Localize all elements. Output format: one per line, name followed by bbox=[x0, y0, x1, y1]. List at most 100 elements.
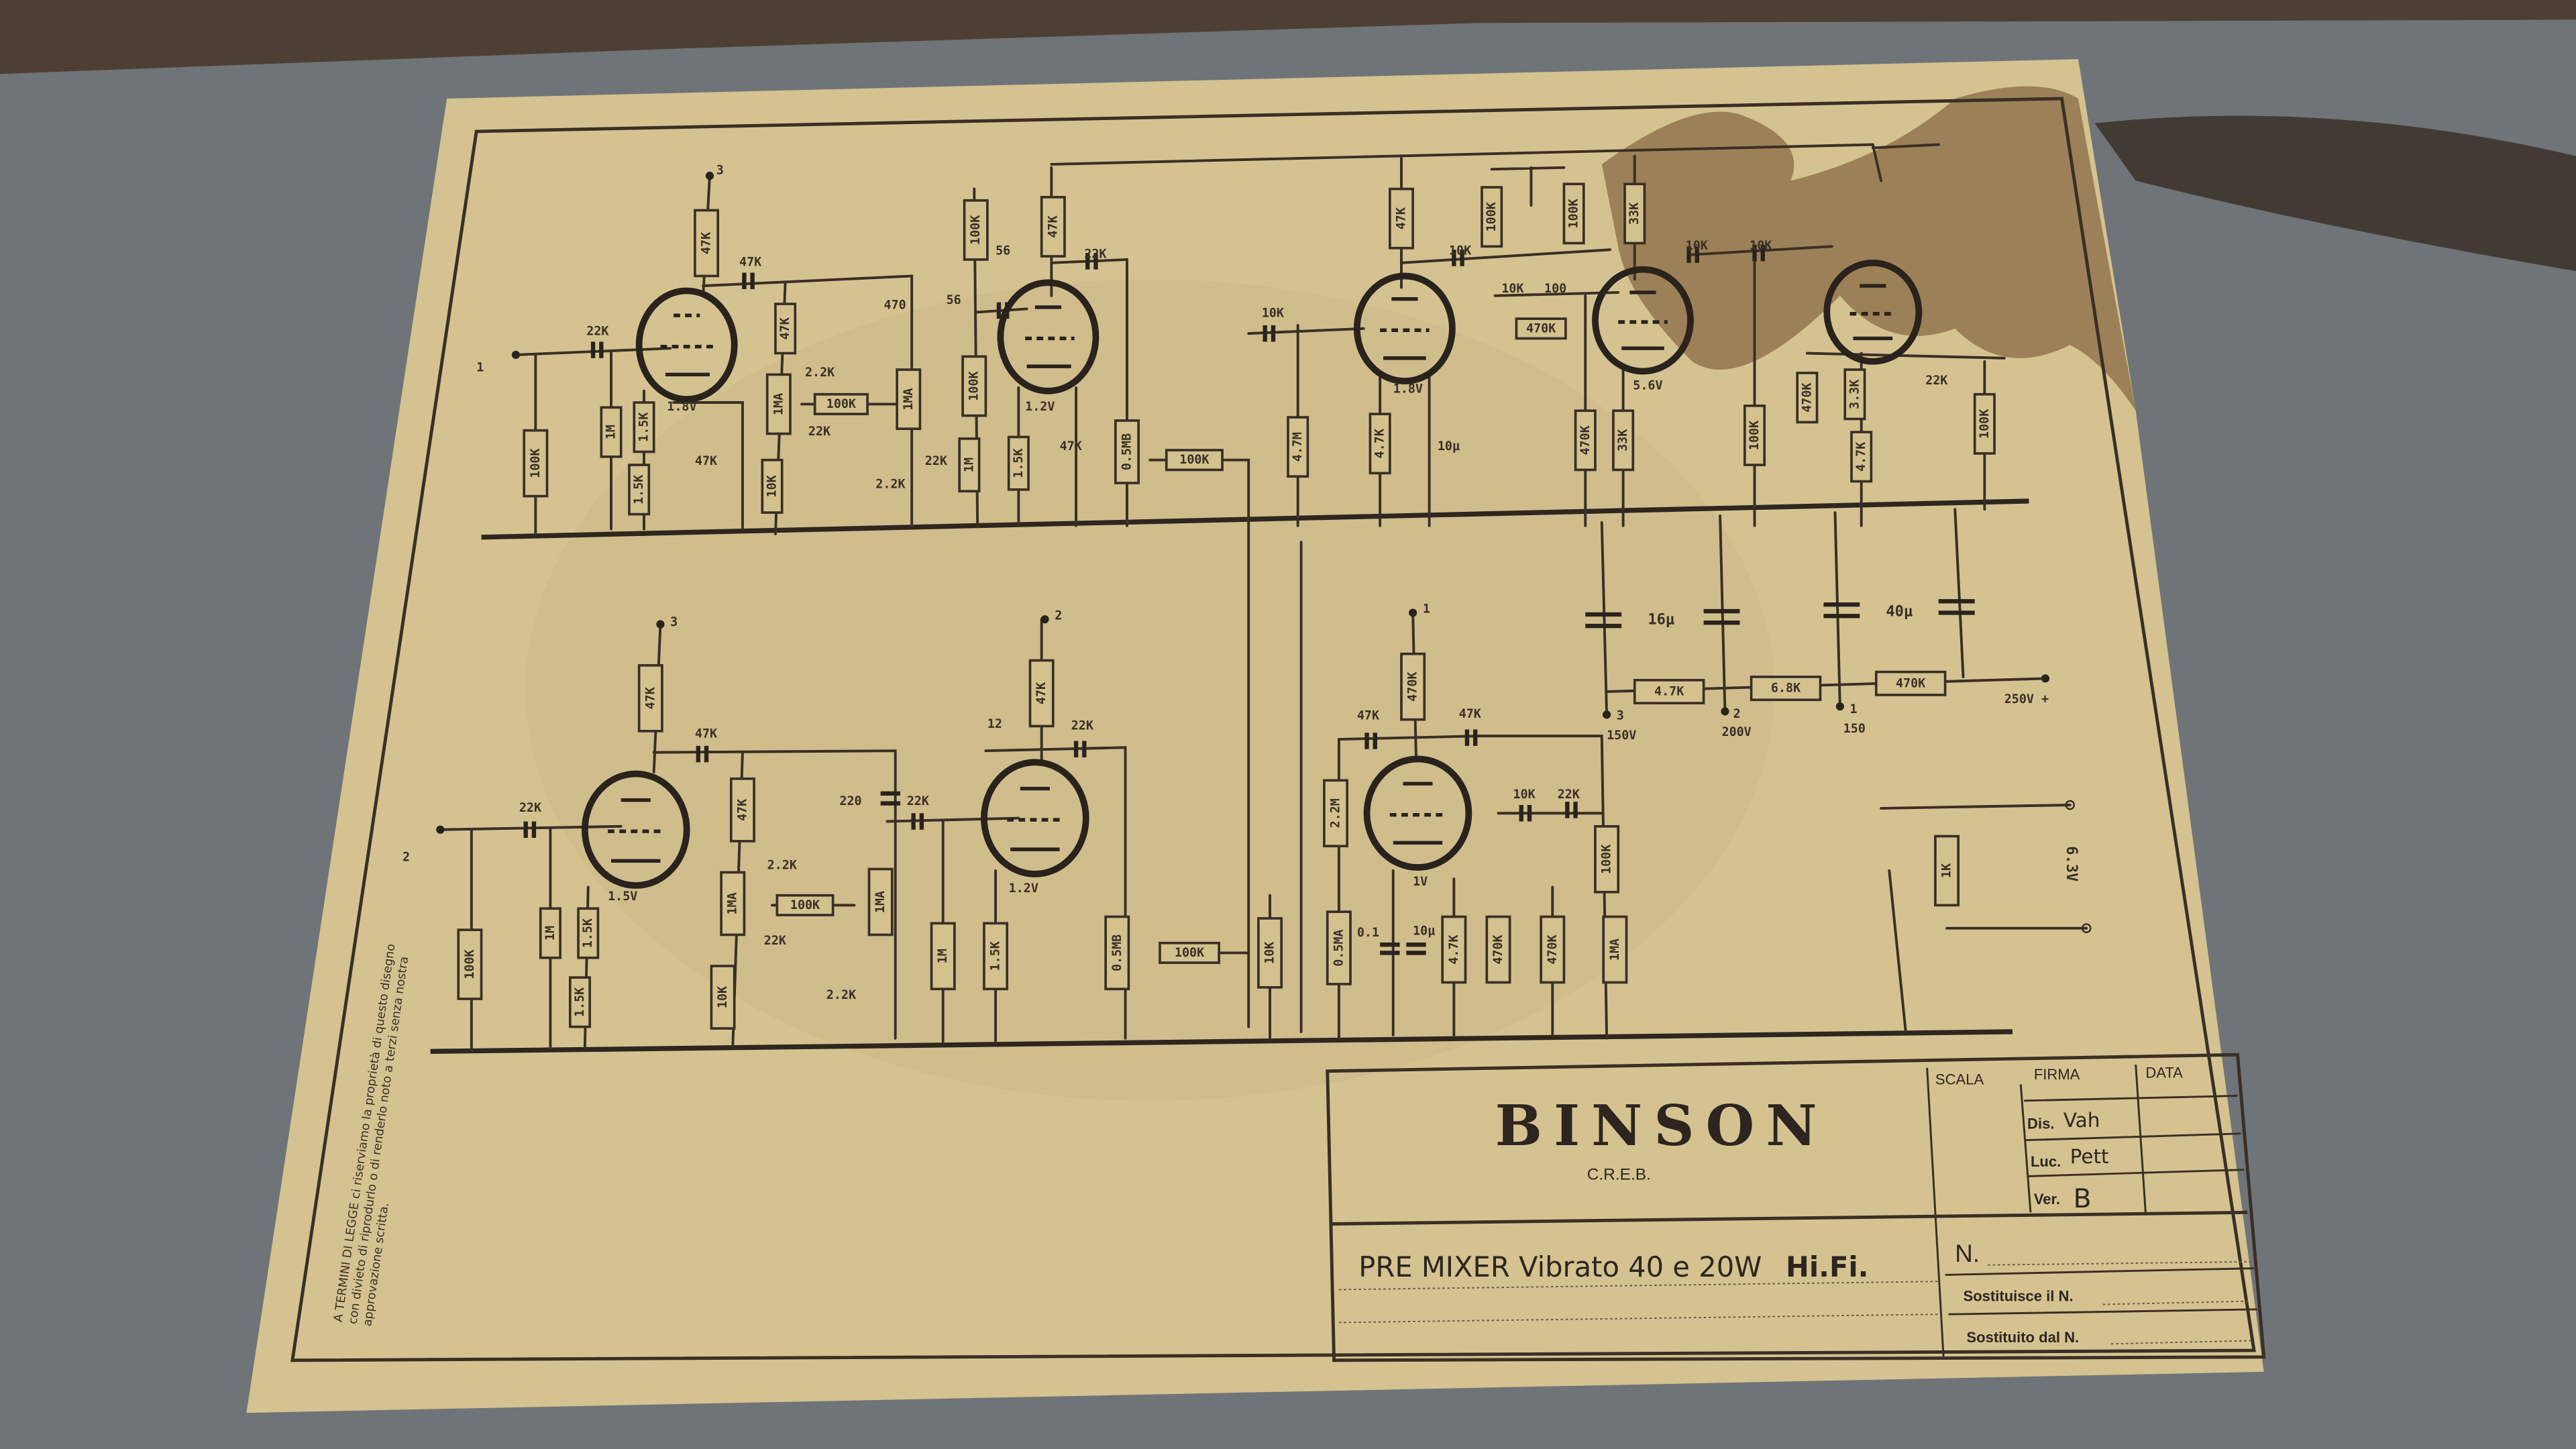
resistor: 4.7K bbox=[1368, 413, 1391, 475]
svg-text:1MA: 1MA bbox=[873, 891, 888, 913]
power-supply-section: 4.7K 6.8K 470K 1K 16μ 40μ 150V 200V 150 … bbox=[1607, 603, 2080, 907]
svg-text:22K: 22K bbox=[1084, 247, 1106, 261]
resistor: 100K bbox=[961, 355, 987, 417]
svg-text:100K: 100K bbox=[529, 449, 543, 478]
svg-text:10K: 10K bbox=[765, 475, 780, 497]
data-header: DATA bbox=[2145, 1065, 2183, 1081]
psu-terminal-supply[interactable] bbox=[2041, 674, 2050, 683]
svg-text:1.5K: 1.5K bbox=[632, 475, 646, 504]
luc-signature: Pett bbox=[2070, 1145, 2109, 1168]
svg-text:1MA: 1MA bbox=[1608, 938, 1622, 961]
resistor: 470K bbox=[1400, 652, 1426, 721]
svg-text:470K: 470K bbox=[1546, 934, 1560, 964]
voltage-label: 150 bbox=[1843, 722, 1866, 736]
wood-edge bbox=[0, 0, 2576, 74]
svg-text:4.7K: 4.7K bbox=[1447, 934, 1461, 964]
psu-terminal-3[interactable] bbox=[1602, 710, 1611, 719]
svg-text:0.5MB: 0.5MB bbox=[1120, 433, 1134, 470]
psu-terminal-1[interactable] bbox=[1835, 702, 1844, 711]
terminal-input-2[interactable] bbox=[436, 825, 445, 834]
svg-text:1.5K: 1.5K bbox=[1012, 449, 1026, 478]
svg-text:2.2K: 2.2K bbox=[826, 988, 856, 1002]
resistor: 4.7K bbox=[1850, 431, 1873, 483]
luc-label: Luc. bbox=[2031, 1153, 2061, 1170]
svg-text:470K: 470K bbox=[1406, 672, 1420, 702]
terminal-b2-bottom[interactable] bbox=[1040, 615, 1049, 624]
terminals[interactable]: 1 3 2 3 2 1 3 2 1 bbox=[402, 164, 2092, 934]
svg-text:47K: 47K bbox=[1459, 707, 1481, 721]
svg-text:4.7M: 4.7M bbox=[1291, 432, 1305, 462]
svg-text:1.5K: 1.5K bbox=[989, 941, 1003, 971]
potentiometer: 1MA bbox=[896, 368, 922, 431]
resistor: 4.7K bbox=[1633, 679, 1705, 704]
svg-text:100K: 100K bbox=[1179, 453, 1209, 467]
resistor: 470K bbox=[1485, 915, 1511, 984]
svg-text:100K: 100K bbox=[1175, 946, 1204, 960]
potentiometer: 0.5MA bbox=[1326, 910, 1352, 985]
svg-text:470: 470 bbox=[884, 298, 906, 312]
svg-text:1MA: 1MA bbox=[771, 393, 786, 415]
svg-text:1.2V: 1.2V bbox=[1009, 881, 1038, 896]
svg-text:1V: 1V bbox=[1413, 875, 1428, 889]
resistor: 470K bbox=[1874, 670, 1947, 696]
svg-text:1.5K: 1.5K bbox=[581, 918, 595, 948]
brand-logo: BINSON bbox=[1495, 1093, 1829, 1159]
svg-text:10K: 10K bbox=[1263, 942, 1277, 964]
terminal-b3-bottom[interactable] bbox=[656, 620, 665, 629]
svg-text:4.7K: 4.7K bbox=[1654, 685, 1684, 699]
resistor: 1.5K bbox=[1007, 435, 1030, 491]
resistor: 2.2M bbox=[1323, 779, 1348, 848]
potentiometer: 1MA bbox=[765, 373, 792, 435]
resistor: 47K bbox=[1040, 196, 1066, 258]
resistor: 4.7K bbox=[1441, 915, 1467, 984]
svg-text:1.5K: 1.5K bbox=[573, 987, 587, 1017]
svg-text:470K: 470K bbox=[1491, 934, 1505, 964]
resistor: 100K bbox=[523, 429, 549, 498]
top-labels: 47K 22K 56 22K 56 470 2.2K 22K 22K 2.2K … bbox=[586, 239, 1947, 491]
capacitors bbox=[523, 244, 1975, 955]
heater-terminal-a[interactable] bbox=[2065, 800, 2076, 810]
svg-text:33K: 33K bbox=[1627, 203, 1642, 225]
svg-text:10K: 10K bbox=[716, 986, 730, 1008]
drawing-border bbox=[290, 97, 2256, 1362]
resistor: 10K bbox=[710, 965, 736, 1030]
firma-header: FIRMA bbox=[2034, 1066, 2080, 1083]
svg-text:56: 56 bbox=[947, 293, 961, 307]
svg-text:10μ: 10μ bbox=[1438, 439, 1460, 453]
svg-text:47K: 47K bbox=[695, 454, 717, 468]
potentiometer: 0.5MB bbox=[1114, 419, 1140, 484]
terminal-label: 2 bbox=[1733, 707, 1741, 721]
supply-voltage-label: 250V + bbox=[2004, 692, 2049, 706]
svg-text:1MA: 1MA bbox=[726, 892, 740, 914]
resistor: 100K bbox=[813, 392, 869, 415]
terminal-b3[interactable] bbox=[705, 171, 714, 180]
svg-text:10K: 10K bbox=[1449, 244, 1471, 258]
svg-text:2.2K: 2.2K bbox=[767, 859, 797, 873]
svg-text:100: 100 bbox=[1544, 282, 1566, 296]
terminal-input-1[interactable] bbox=[511, 350, 521, 360]
svg-text:47K: 47K bbox=[1034, 682, 1049, 704]
svg-text:22K: 22K bbox=[586, 325, 608, 339]
terminal-label: 2 bbox=[1055, 608, 1062, 623]
resistor: 1M bbox=[958, 437, 981, 493]
terminal-b1-bottom[interactable] bbox=[1409, 608, 1417, 617]
svg-text:100K: 100K bbox=[790, 898, 820, 912]
svg-text:10μ: 10μ bbox=[1413, 924, 1435, 938]
svg-text:4.7K: 4.7K bbox=[1373, 429, 1387, 458]
svg-text:22K: 22K bbox=[808, 425, 830, 439]
svg-text:2.2K: 2.2K bbox=[805, 366, 835, 380]
heater-terminal-b[interactable] bbox=[2081, 923, 2092, 934]
svg-text:100K: 100K bbox=[826, 397, 856, 411]
ver-label: Ver. bbox=[2034, 1191, 2060, 1208]
terminal-label: 3 bbox=[1617, 709, 1624, 723]
psu-terminal-2[interactable] bbox=[1721, 707, 1729, 716]
resistor: 47K bbox=[1389, 187, 1414, 250]
svg-text:100K: 100K bbox=[1485, 202, 1499, 231]
svg-text:6.8K: 6.8K bbox=[1771, 682, 1801, 696]
paper-discoloration bbox=[525, 279, 1774, 1101]
company-subtitle: C.R.E.B. bbox=[1587, 1165, 1651, 1183]
svg-text:22K: 22K bbox=[519, 801, 541, 815]
svg-text:1MA: 1MA bbox=[902, 388, 916, 411]
resistor: 100K bbox=[1159, 941, 1220, 964]
heater-balance-pot: 1K bbox=[1934, 835, 1960, 907]
